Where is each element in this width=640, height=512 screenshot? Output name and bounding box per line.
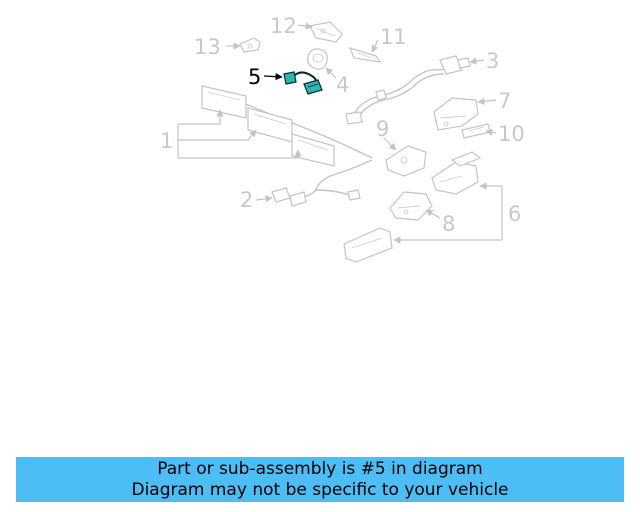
part-1-modules [201,85,373,167]
leader-4 [325,67,337,79]
callout-1: 1 [160,129,173,153]
leader-6 [393,182,503,244]
part-11-sensor [348,47,382,63]
leader-2 [255,195,273,203]
part-13-bracket [239,37,261,53]
leader-1 [177,109,302,159]
callout-12: 12 [270,14,297,38]
part-4-grommet [307,48,328,70]
part-2-harness [271,159,373,207]
callout-11: 11 [380,25,407,49]
callout-6: 6 [508,202,521,226]
part-6-connectors [343,151,482,263]
leader-11 [371,39,379,53]
callout-13: 13 [194,35,221,59]
callout-8: 8 [442,212,455,236]
callout-10: 10 [498,122,525,146]
callout-7: 7 [498,89,511,113]
info-banner: Part or sub-assembly is #5 in diagram Di… [16,457,624,502]
part-10-connector [461,123,491,139]
leader-5 [263,73,283,81]
callout-5: 5 [248,65,261,89]
part-12-bracket [309,21,343,43]
part-9-bracket [385,145,427,177]
callout-9: 9 [376,117,389,141]
leader-7 [477,97,497,105]
parts-diagram: 1 2 3 4 5 6 7 8 9 10 11 12 13 [160,14,525,263]
leader-10 [485,128,497,136]
part-5-harness [283,71,323,95]
callout-3: 3 [486,49,499,73]
callout-4: 4 [336,73,349,97]
leader-12 [297,22,313,30]
leader-8 [425,209,441,219]
leader-3 [469,57,485,65]
part-8-unit [389,191,433,221]
banner-line-2: Diagram may not be specific to your vehi… [131,480,509,500]
banner-line-1: Part or sub-assembly is #5 in diagram [157,459,483,479]
callout-2: 2 [240,188,253,212]
leader-9 [383,137,397,151]
part-7-module [433,97,479,131]
part-3-harness [345,55,471,125]
